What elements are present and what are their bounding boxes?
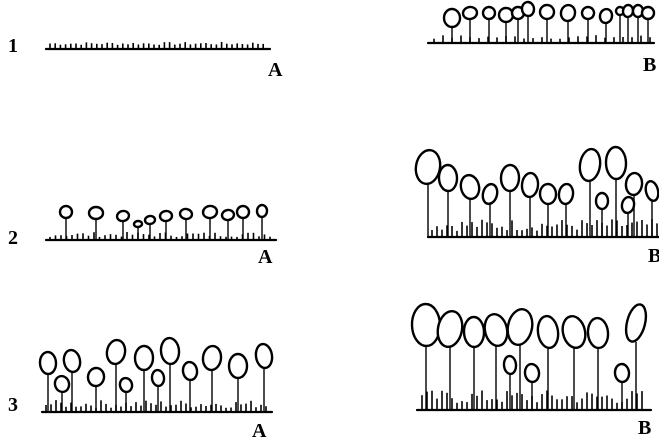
sporangium-head [644,179,659,203]
sporangium-head [442,7,462,29]
sporangium-head [580,5,596,21]
row-label-3: 3 [8,394,18,416]
sporangium-head [201,344,223,372]
sporangium-head [624,171,644,197]
panel-3a-label: A [252,420,267,441]
sporangium-head [604,145,628,181]
sporangium-head [536,314,560,350]
sporangium-head [520,0,536,18]
sporangium-head [459,173,481,201]
sporangium-head [506,308,534,346]
sporangium-head [201,204,219,220]
sporangium-head [624,303,648,343]
sporangium-head [254,342,274,370]
sporangium-head [559,3,577,23]
panel-1a-label: A [268,59,283,81]
sporangium-head [133,344,155,372]
sporangium-head [499,163,521,193]
sporangium-head [481,5,497,21]
sporangium-head [436,309,464,349]
sporangium-head [118,376,134,394]
row-label-2: 2 [8,227,18,249]
panel-3a: A [38,336,274,441]
panel-1b: B [426,0,656,76]
sporangium-head [640,5,656,21]
sporangium-head [227,352,249,380]
sporangium-head [598,7,614,25]
sporangium-head [538,182,558,206]
panel-2b-label: B [648,245,659,267]
sporangium-head [410,302,442,348]
sporangium-head [414,148,442,186]
sporangium-head [481,182,499,206]
sporangium-head [105,338,127,366]
sporangium-head [178,207,194,221]
growth-layer [49,203,271,240]
sporangium-head [220,208,236,222]
panel-1b-label: B [643,54,656,76]
sporangium-head [143,214,157,226]
sporangium-head [523,362,541,384]
sporangium-head [520,171,540,199]
sporangium-head [158,209,174,223]
growth-layer [410,302,648,410]
sporangium-head [53,374,71,394]
panel-2b: B [414,145,659,267]
sporangium-head [181,360,199,382]
growth-layer [433,0,656,43]
sporangium-head [86,366,106,388]
sporangium-head [557,182,575,206]
sporangium-head [159,336,181,366]
panel-2a: A [44,203,278,268]
panel-2a-label: A [258,246,273,268]
row-label-1: 1 [8,35,18,57]
sporangium-head [255,203,269,219]
sporangium-head [38,350,58,376]
sporangium-head [594,191,610,211]
sporangium-head [87,205,105,221]
panel-3b-label: B [638,417,651,439]
sporangium-head [150,368,166,388]
sporangium-head [620,195,636,215]
sporangium-head [613,362,631,384]
sporangium-head [62,348,82,374]
growth-layer [38,336,274,412]
sporangium-head [58,204,74,220]
growth-layer [49,42,265,49]
sporangium-head [437,163,459,193]
sporangium-head [502,354,518,376]
sporangium-head [561,315,587,349]
sporangium-head [461,5,479,21]
growth-layer [414,145,659,237]
panel-3b: B [410,302,653,439]
sporangium-head [115,209,131,223]
sporangium-head [538,3,556,21]
sporangium-head [235,204,251,220]
sporangium-head [483,312,509,348]
sporangium-head [462,315,486,349]
panel-1a: A [44,42,283,81]
sporangium-head [132,219,144,229]
sporangium-head [586,316,610,350]
sporangium-head [578,147,602,183]
